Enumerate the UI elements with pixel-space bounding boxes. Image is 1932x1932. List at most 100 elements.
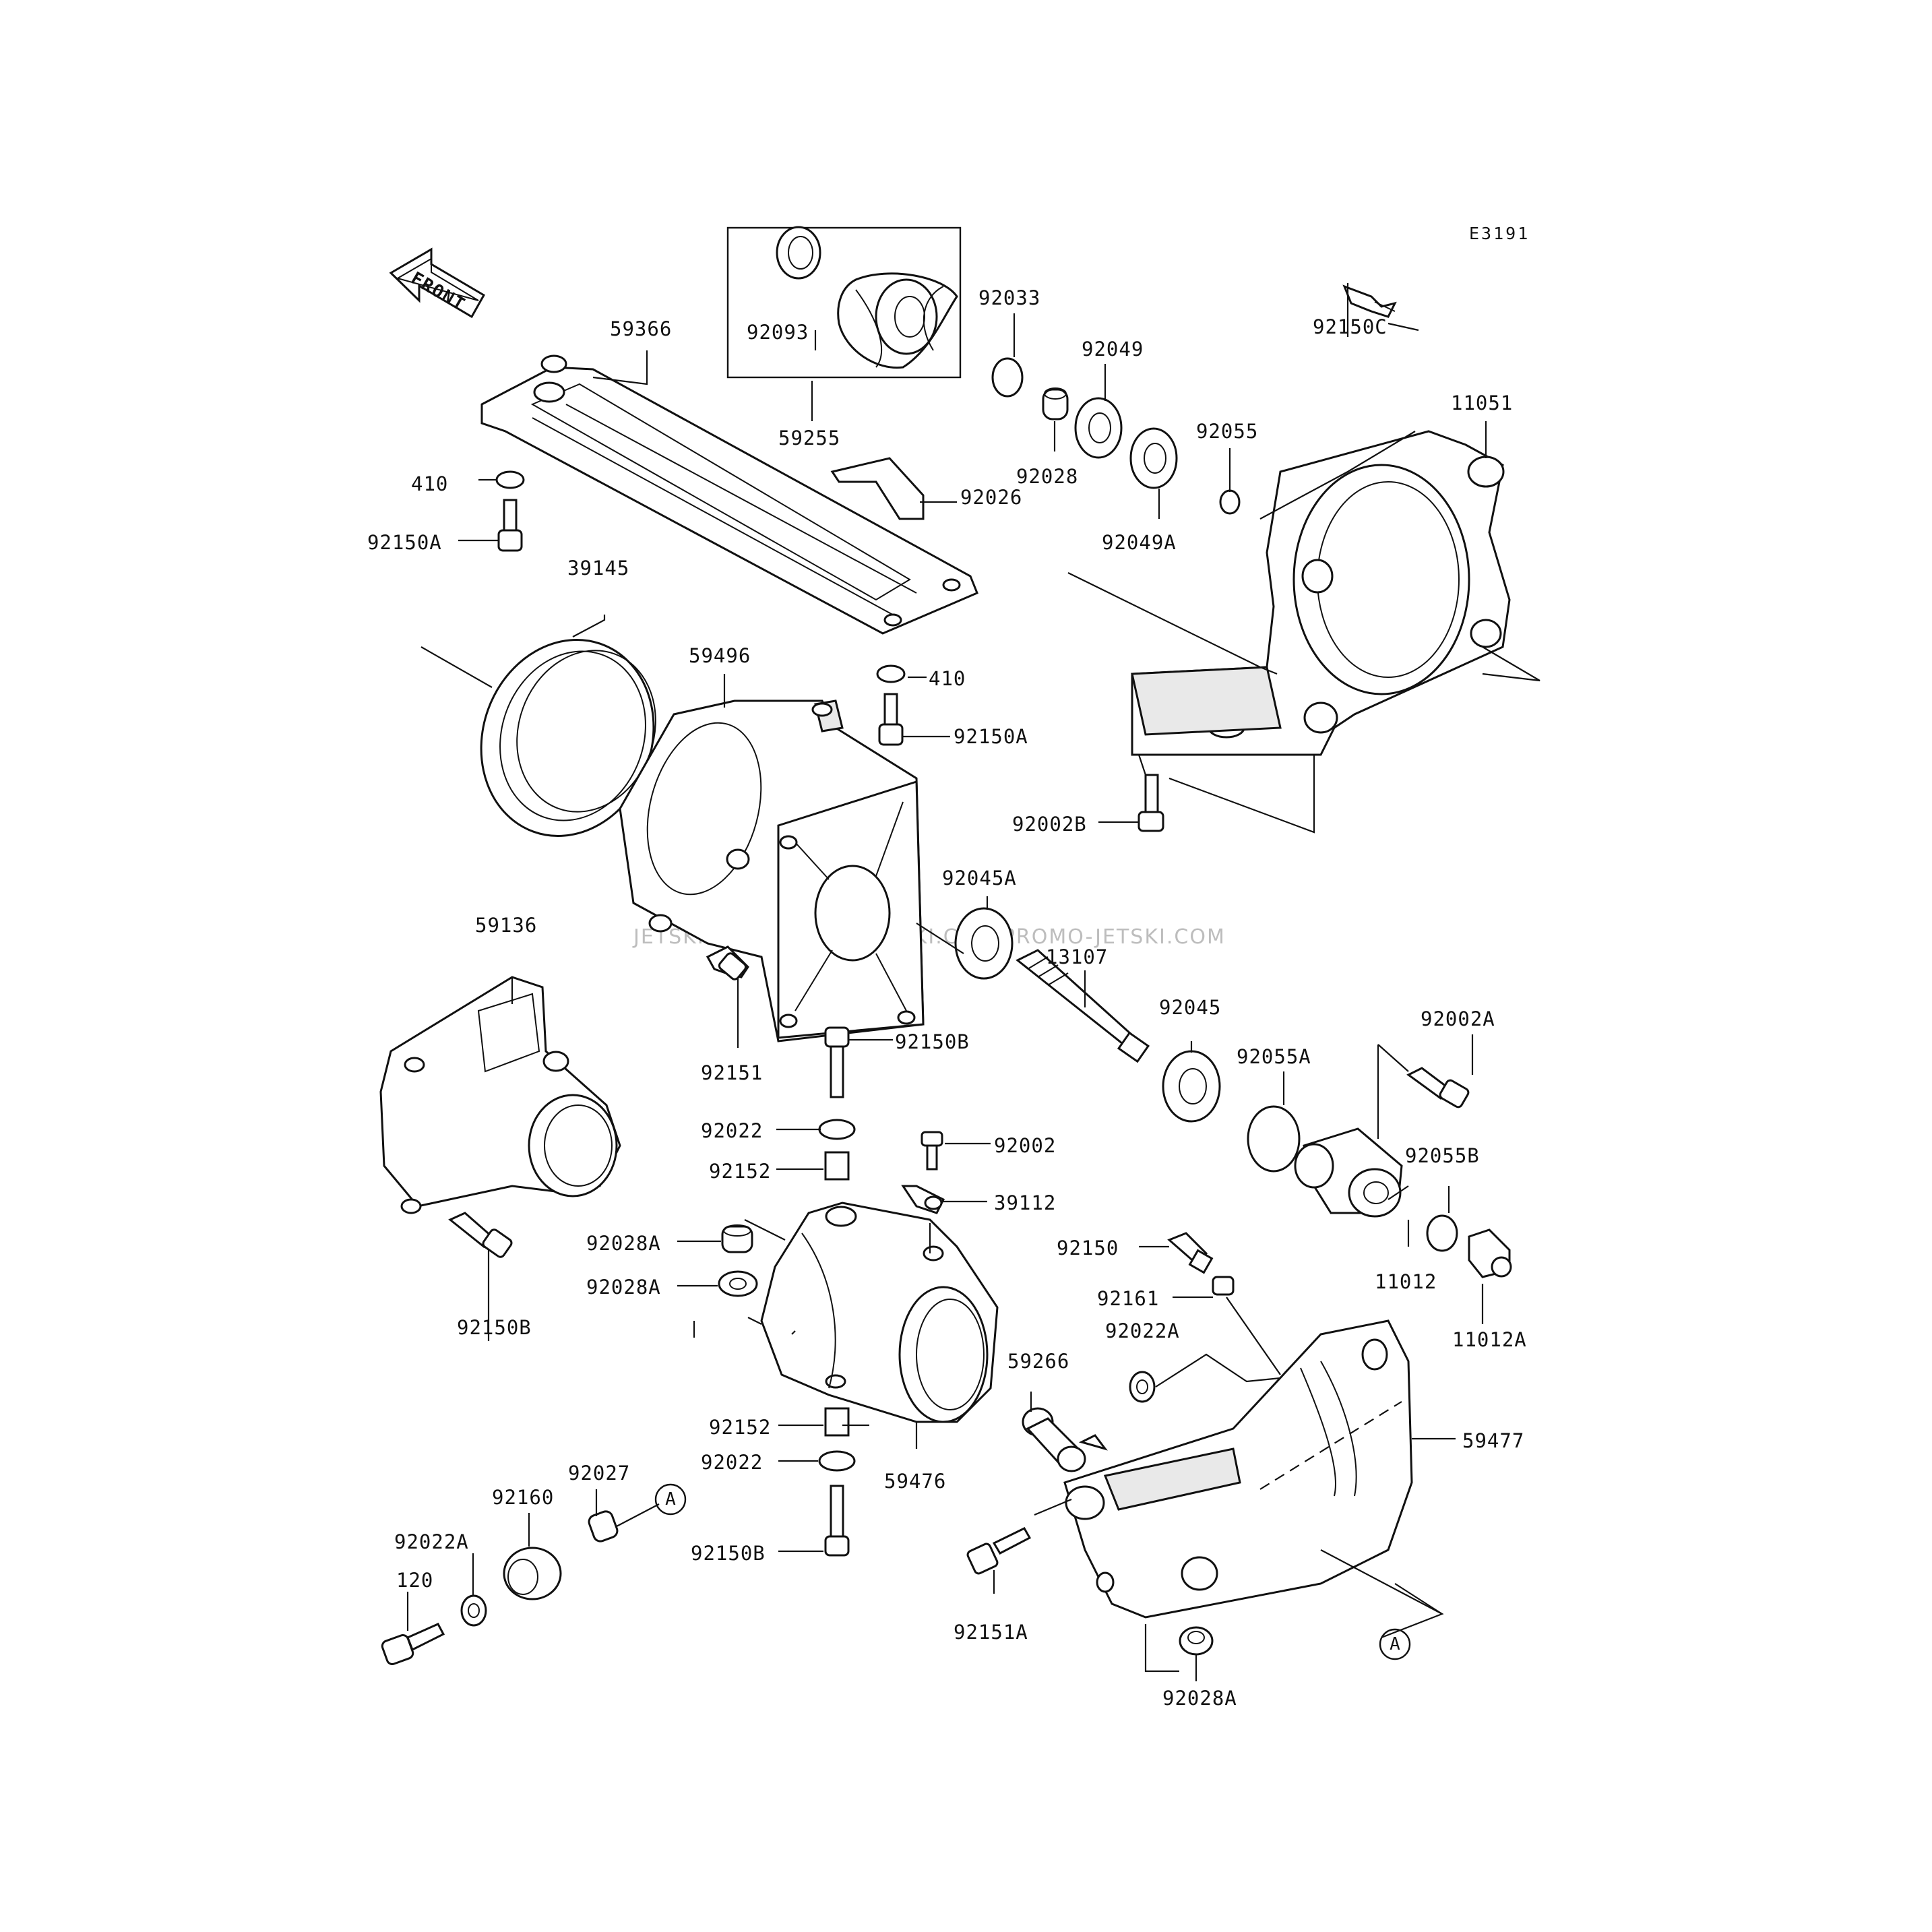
label-92055: 92055: [1196, 420, 1258, 443]
collar-92152-top-shape: [824, 1151, 850, 1181]
bolt-92150b-left-shape: [448, 1212, 513, 1258]
label-120: 120: [396, 1569, 433, 1592]
o-ring-92055a-shape: [1247, 1105, 1301, 1173]
nozzle-tip-11012-shape: [1294, 1127, 1403, 1218]
bushing-92028a-2-shape: [718, 1270, 758, 1297]
label-92049: 92049: [1082, 338, 1144, 361]
reverse-bucket-59477-shape: [1063, 1319, 1413, 1619]
label-92026: 92026: [960, 486, 1022, 509]
label-59476: 59476: [884, 1470, 946, 1493]
label-92152-top: 92152: [709, 1160, 771, 1183]
callout-a-left-label: A: [665, 1489, 676, 1509]
label-59255: 59255: [778, 427, 840, 449]
bolt-92002a-shape: [1406, 1067, 1470, 1109]
bolt-92150c-shape: [1342, 284, 1397, 318]
label-92022-top: 92022: [701, 1119, 763, 1142]
label-11012: 11012: [1375, 1270, 1437, 1293]
diagram-code: E3191: [1469, 224, 1530, 243]
cone-59136-shape: [379, 976, 621, 1214]
label-92150a-top: 92150A: [367, 531, 442, 554]
label-92150b-bot: 92150B: [691, 1542, 766, 1565]
ring-39145-shape: [480, 639, 656, 837]
label-92045: 92045: [1159, 996, 1221, 1019]
cap-11012a-shape: [1468, 1228, 1512, 1278]
label-92022a-left: 92022A: [394, 1530, 469, 1553]
label-410-top: 410: [411, 472, 448, 495]
label-92002a: 92002A: [1421, 1007, 1495, 1030]
label-92150b-left: 92150B: [457, 1316, 532, 1339]
label-92028: 92028: [1016, 465, 1078, 488]
label-92049a: 92049A: [1102, 531, 1177, 554]
washer-92022-bot-shape: [818, 1450, 856, 1472]
collar-92028-shape: [1042, 387, 1069, 420]
shaft-13107-shape: [1016, 949, 1150, 1063]
label-410-mid: 410: [929, 667, 966, 690]
o-ring-92055-shape: [1219, 489, 1241, 515]
label-92055a: 92055A: [1237, 1045, 1311, 1068]
label-92028a-bot: 92028A: [1162, 1687, 1237, 1710]
label-92022a-right: 92022A: [1105, 1319, 1180, 1342]
seal-92049a-shape: [1129, 427, 1178, 489]
lever-39112-shape: [901, 1185, 945, 1214]
label-13107: 13107: [1046, 945, 1108, 968]
callout-a-right-label: A: [1390, 1634, 1400, 1654]
label-92033: 92033: [978, 286, 1040, 309]
label-92093: 92093: [747, 321, 809, 344]
bolt-92002-shape: [921, 1131, 943, 1171]
bolt-92150b-bot-shape: [824, 1485, 850, 1557]
label-92152-bot: 92152: [709, 1416, 771, 1439]
label-59136: 59136: [475, 914, 537, 937]
label-92028a-2: 92028A: [586, 1276, 661, 1299]
label-11012a: 11012A: [1452, 1328, 1527, 1351]
impeller-box-59255: [726, 226, 962, 379]
label-92002b: 92002B: [1012, 813, 1087, 836]
front-arrow-icon: FRONT: [389, 247, 486, 319]
bolt-92150b-top-shape: [824, 1026, 850, 1098]
pump-case-59496-shape: [619, 699, 925, 1042]
bearing-92045-shape: [1162, 1050, 1221, 1123]
bushing-92028a-bot-shape: [1179, 1626, 1214, 1656]
label-92150c: 92150C: [1313, 315, 1388, 338]
collar-92152-bot-shape: [824, 1407, 850, 1437]
bolt-120-shape: [381, 1623, 445, 1666]
bolt-92150a-mid-shape: [878, 693, 904, 746]
label-92151: 92151: [701, 1061, 763, 1084]
bearing-92045a-shape: [954, 907, 1014, 980]
label-59496: 59496: [689, 644, 751, 667]
damper-92160-shape: [503, 1547, 562, 1600]
seal-92049-shape: [1074, 397, 1123, 459]
sleeve-92027-shape: [588, 1510, 619, 1543]
plate-92026-shape: [830, 457, 925, 520]
part-labels: 59366 92093 59255 92033 92049 92028 9202…: [367, 286, 1527, 1710]
washer-92022a-left-shape: [460, 1594, 487, 1627]
o-ring-92055b-shape: [1426, 1214, 1458, 1252]
bolt-92002b-shape: [1138, 774, 1164, 832]
label-59477: 59477: [1462, 1429, 1524, 1452]
washer-410-mid-shape: [876, 664, 906, 683]
label-39112: 39112: [994, 1191, 1056, 1214]
label-11051: 11051: [1451, 392, 1513, 414]
bolt-92151a-shape: [966, 1527, 1032, 1575]
label-92150a-mid: 92150A: [954, 725, 1028, 748]
washer-410-top-shape: [495, 470, 525, 489]
bolt-92150a-top-shape: [497, 499, 523, 552]
nut-92161-shape: [1212, 1276, 1235, 1296]
label-92028a-1: 92028A: [586, 1232, 661, 1255]
fitting-59266-shape: [1022, 1407, 1108, 1472]
label-39145: 39145: [567, 557, 629, 580]
label-92151a: 92151A: [954, 1621, 1028, 1644]
callout-a-right: A: [1379, 1628, 1411, 1660]
label-92055b: 92055B: [1405, 1144, 1480, 1167]
label-92161: 92161: [1097, 1287, 1159, 1310]
label-59266: 59266: [1007, 1350, 1069, 1373]
circlip-92033-shape: [991, 357, 1024, 398]
housing-11051-shape: [1131, 430, 1511, 756]
label-92160: 92160: [492, 1486, 554, 1509]
bushing-92028a-1-shape: [721, 1224, 753, 1253]
label-92150b-top: 92150B: [895, 1030, 970, 1053]
label-92027: 92027: [568, 1462, 630, 1485]
callout-a-left: A: [654, 1483, 687, 1516]
label-92002: 92002: [994, 1134, 1056, 1157]
label-92150: 92150: [1057, 1237, 1119, 1259]
